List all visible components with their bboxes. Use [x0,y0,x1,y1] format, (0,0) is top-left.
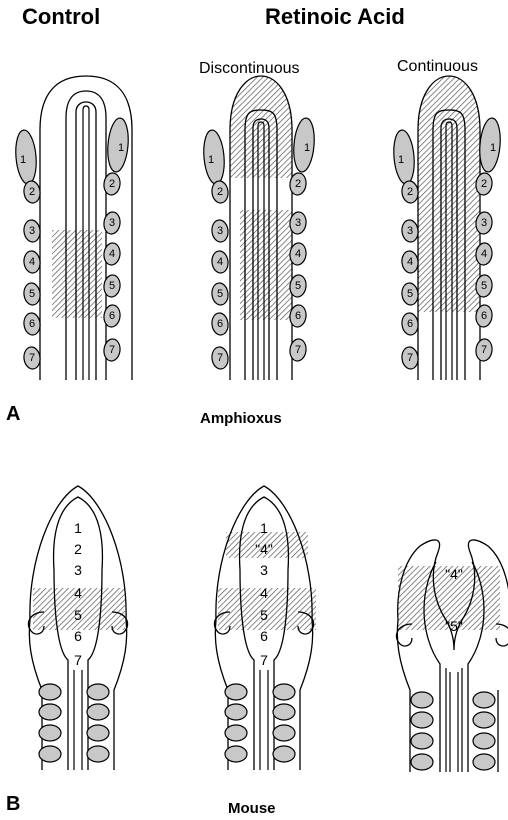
rhombomere-discontinuous-5: 5 [260,607,268,623]
ganglion-1-0-3 [225,746,247,762]
rhombomere-discontinuous-3: 3 [260,562,268,578]
somite-label-1-R-0: 1 [118,142,124,154]
ganglion-0-1-0 [87,684,109,700]
hatch-band [240,210,292,320]
rhombomere-discontinuous-4: 4 [260,585,268,601]
somite-label-1-L-0: 1 [20,154,26,166]
somite-label-3-L-1: 3 [217,225,223,237]
somite-label-2-L-1: 2 [217,186,223,198]
neural-canal [446,668,462,772]
somite-label-5-R-0: 5 [109,280,115,292]
somite-label-1-L-1: 1 [208,154,214,166]
somite-label-2-R-0: 2 [109,178,115,190]
ganglion-2-0-1 [411,712,433,728]
ganglion-2-1-2 [473,733,495,749]
somite-label-3-L-0: 3 [29,225,35,237]
neural-canal [260,670,268,770]
somite-label-7-L-0: 7 [29,352,35,364]
rhombomere-control-7: 7 [74,652,82,668]
somite-label-2-L-0: 2 [29,186,35,198]
somite-label-6-R-2: 6 [481,310,487,322]
rhombomere-control-1: 1 [74,520,82,536]
amphioxus-discontinuous [230,76,292,380]
ganglion-1-1-3 [273,746,295,762]
somite-label-7-L-2: 7 [407,352,413,364]
ganglion-2-0-0 [411,692,433,708]
somite-label-7-R-0: 7 [109,344,115,356]
somite-label-6-R-1: 6 [295,310,301,322]
somite-label-3-L-2: 3 [407,225,413,237]
somite-label-4-L-2: 4 [407,256,413,268]
somite-label-7-L-1: 7 [217,352,223,364]
somite-label-3-R-0: 3 [109,217,115,229]
somite-label-4-L-0: 4 [29,256,35,268]
ganglion-0-1-3 [87,746,109,762]
somite-label-5-L-0: 5 [29,288,35,300]
somite-label-2-R-1: 2 [295,178,301,190]
ganglion-0-0-3 [39,746,61,762]
ganglion-1-1-1 [273,704,295,720]
somite-label-7-R-1: 7 [295,344,301,356]
ganglion-1-1-0 [273,684,295,700]
rhombomere-control-2: 2 [74,541,82,557]
ganglion-0-1-1 [87,704,109,720]
ganglion-0-1-2 [87,725,109,741]
ganglion-2-1-3 [473,754,495,770]
rhombomere-discontinuous-7: 7 [260,652,268,668]
somite-label-1-R-2: 1 [490,142,496,154]
somite-label-5-R-2: 5 [481,280,487,292]
somite-label-5-R-1: 5 [295,280,301,292]
somite-label-7-R-2: 7 [481,344,487,356]
hatch-band [52,230,102,318]
rhombomere-control-5: 5 [74,607,82,623]
somite-label-4-R-2: 4 [481,248,487,260]
rhombomere-control-6: 6 [74,628,82,644]
somite-label-1-L-2: 1 [398,154,404,166]
somite-label-4-R-0: 4 [109,248,115,260]
ganglion-1-0-2 [225,725,247,741]
somite-label-5-L-1: 5 [217,288,223,300]
somite-label-3-R-1: 3 [295,217,301,229]
ganglion-2-0-2 [411,733,433,749]
somite-label-1-R-1: 1 [304,142,310,154]
ganglion-2-1-0 [473,692,495,708]
rhombomere-continuous-4: "4" [445,566,463,582]
somite-label-6-R-0: 6 [109,310,115,322]
somite-label-4-L-1: 4 [217,256,223,268]
ganglion-0-0-2 [39,725,61,741]
somite-label-6-L-1: 6 [217,318,223,330]
ganglion-1-0-1 [225,704,247,720]
ganglion-1-0-0 [225,684,247,700]
somite-label-2-L-2: 2 [407,186,413,198]
amphioxus-continuous [418,76,480,380]
ganglion-0-0-0 [39,684,61,700]
rhombomere-continuous-5: "5" [445,618,463,634]
somite-label-3-R-2: 3 [481,217,487,229]
rhombomere-control-4: 4 [74,585,82,601]
ganglion-0-0-1 [39,704,61,720]
ganglion-2-1-1 [473,712,495,728]
somite-label-6-L-0: 6 [29,318,35,330]
somite-label-5-L-2: 5 [407,288,413,300]
rhombomere-control-3: 3 [74,562,82,578]
hatch-full [418,76,480,312]
rhombomere-discontinuous-2: "4" [255,541,273,557]
somite-label-4-R-1: 4 [295,248,301,260]
ganglion-1-1-2 [273,725,295,741]
rhombomere-discontinuous-1: 1 [260,520,268,536]
somite-label-2-R-2: 2 [481,178,487,190]
rhombomere-discontinuous-6: 6 [260,628,268,644]
somite-label-6-L-2: 6 [407,318,413,330]
ganglion-2-0-3 [411,754,433,770]
